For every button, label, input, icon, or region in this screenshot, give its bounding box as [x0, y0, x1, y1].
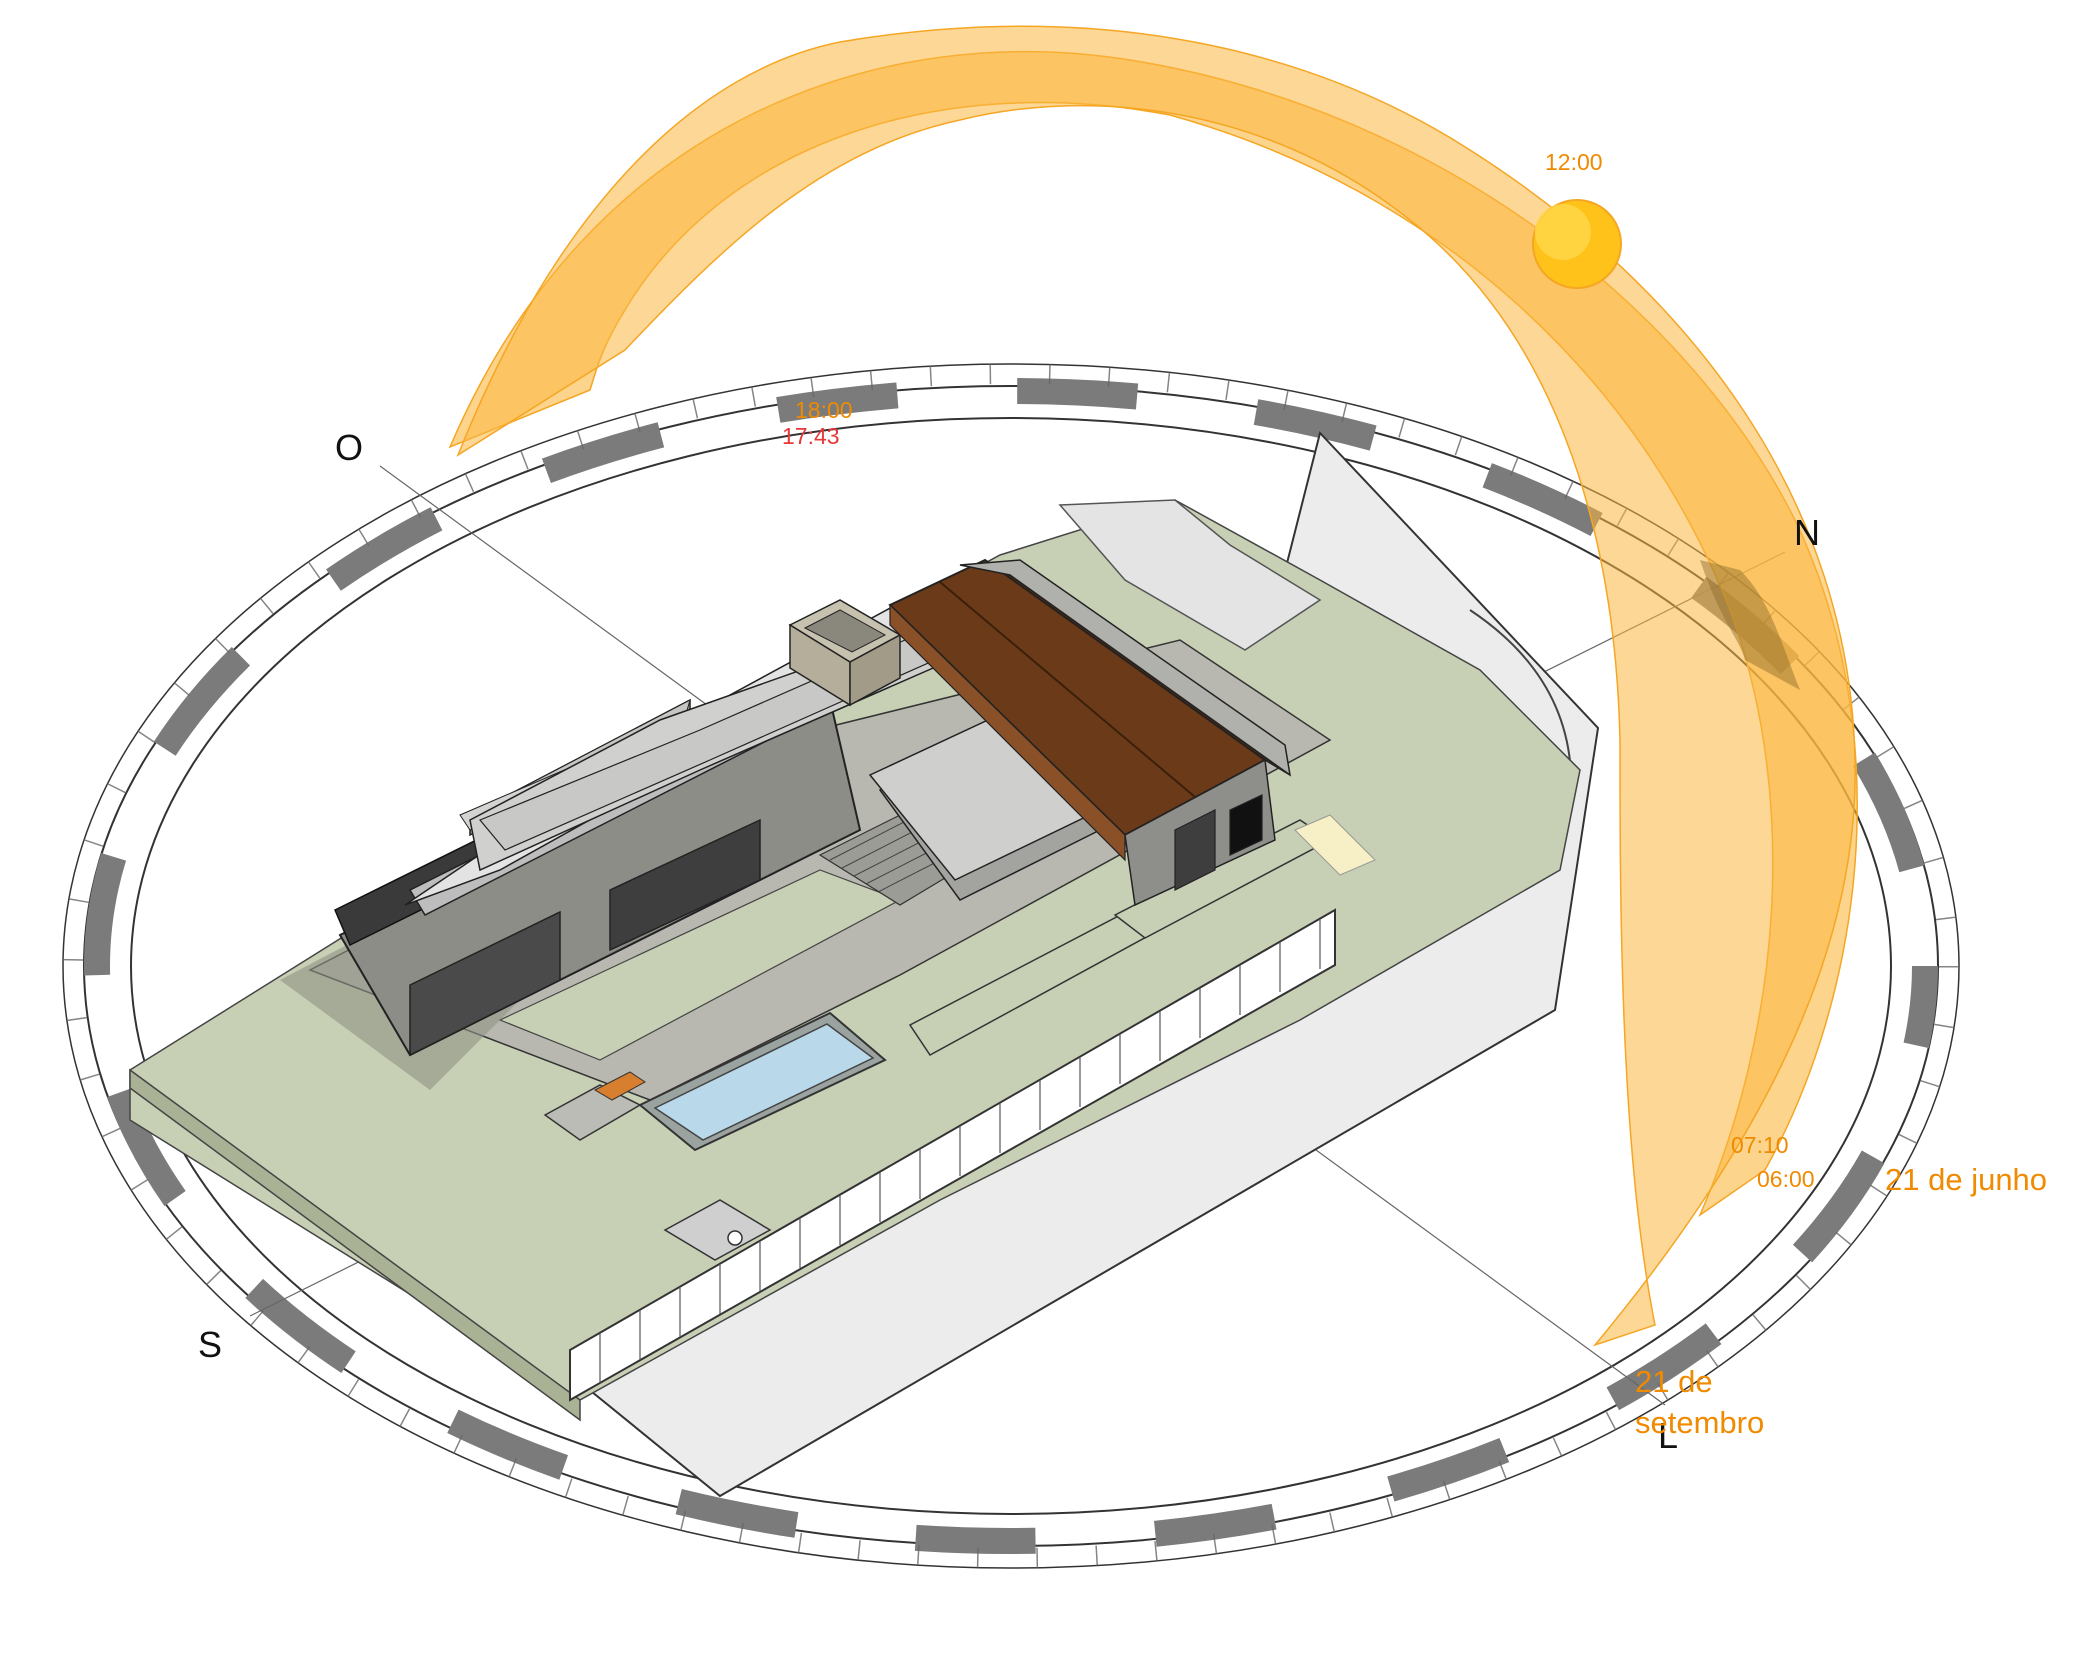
- compass-north-label: N: [1794, 512, 1820, 553]
- sunrise-september-label: 07:10: [1731, 1132, 1789, 1158]
- compass-south-label: S: [198, 1324, 222, 1365]
- perimeter-wall: [569, 908, 1336, 1402]
- chimney-block: [788, 599, 902, 707]
- compass-west-label: O: [335, 427, 363, 468]
- date-september-label-line1: 21 de: [1635, 1364, 1713, 1399]
- sunrise-june-label: 06:00: [1757, 1166, 1815, 1192]
- sunset-september-label: 17:43: [782, 423, 840, 449]
- sun-icon: [1532, 199, 1622, 289]
- sunset-june-label: 18:00: [795, 397, 853, 423]
- sun-path-september: [456, 25, 1856, 1347]
- noon-time-label: 12:00: [1545, 149, 1603, 175]
- compass-east-label: L: [1658, 1415, 1678, 1456]
- swimming-pool: [638, 1011, 887, 1152]
- house-model: [280, 558, 1376, 1261]
- pitched-roof: [888, 558, 1292, 907]
- date-june-label: 21 de junho: [1885, 1162, 2047, 1197]
- sun-path-overlap: [1700, 560, 1800, 690]
- date-september-label-line2: setembro: [1635, 1405, 1764, 1440]
